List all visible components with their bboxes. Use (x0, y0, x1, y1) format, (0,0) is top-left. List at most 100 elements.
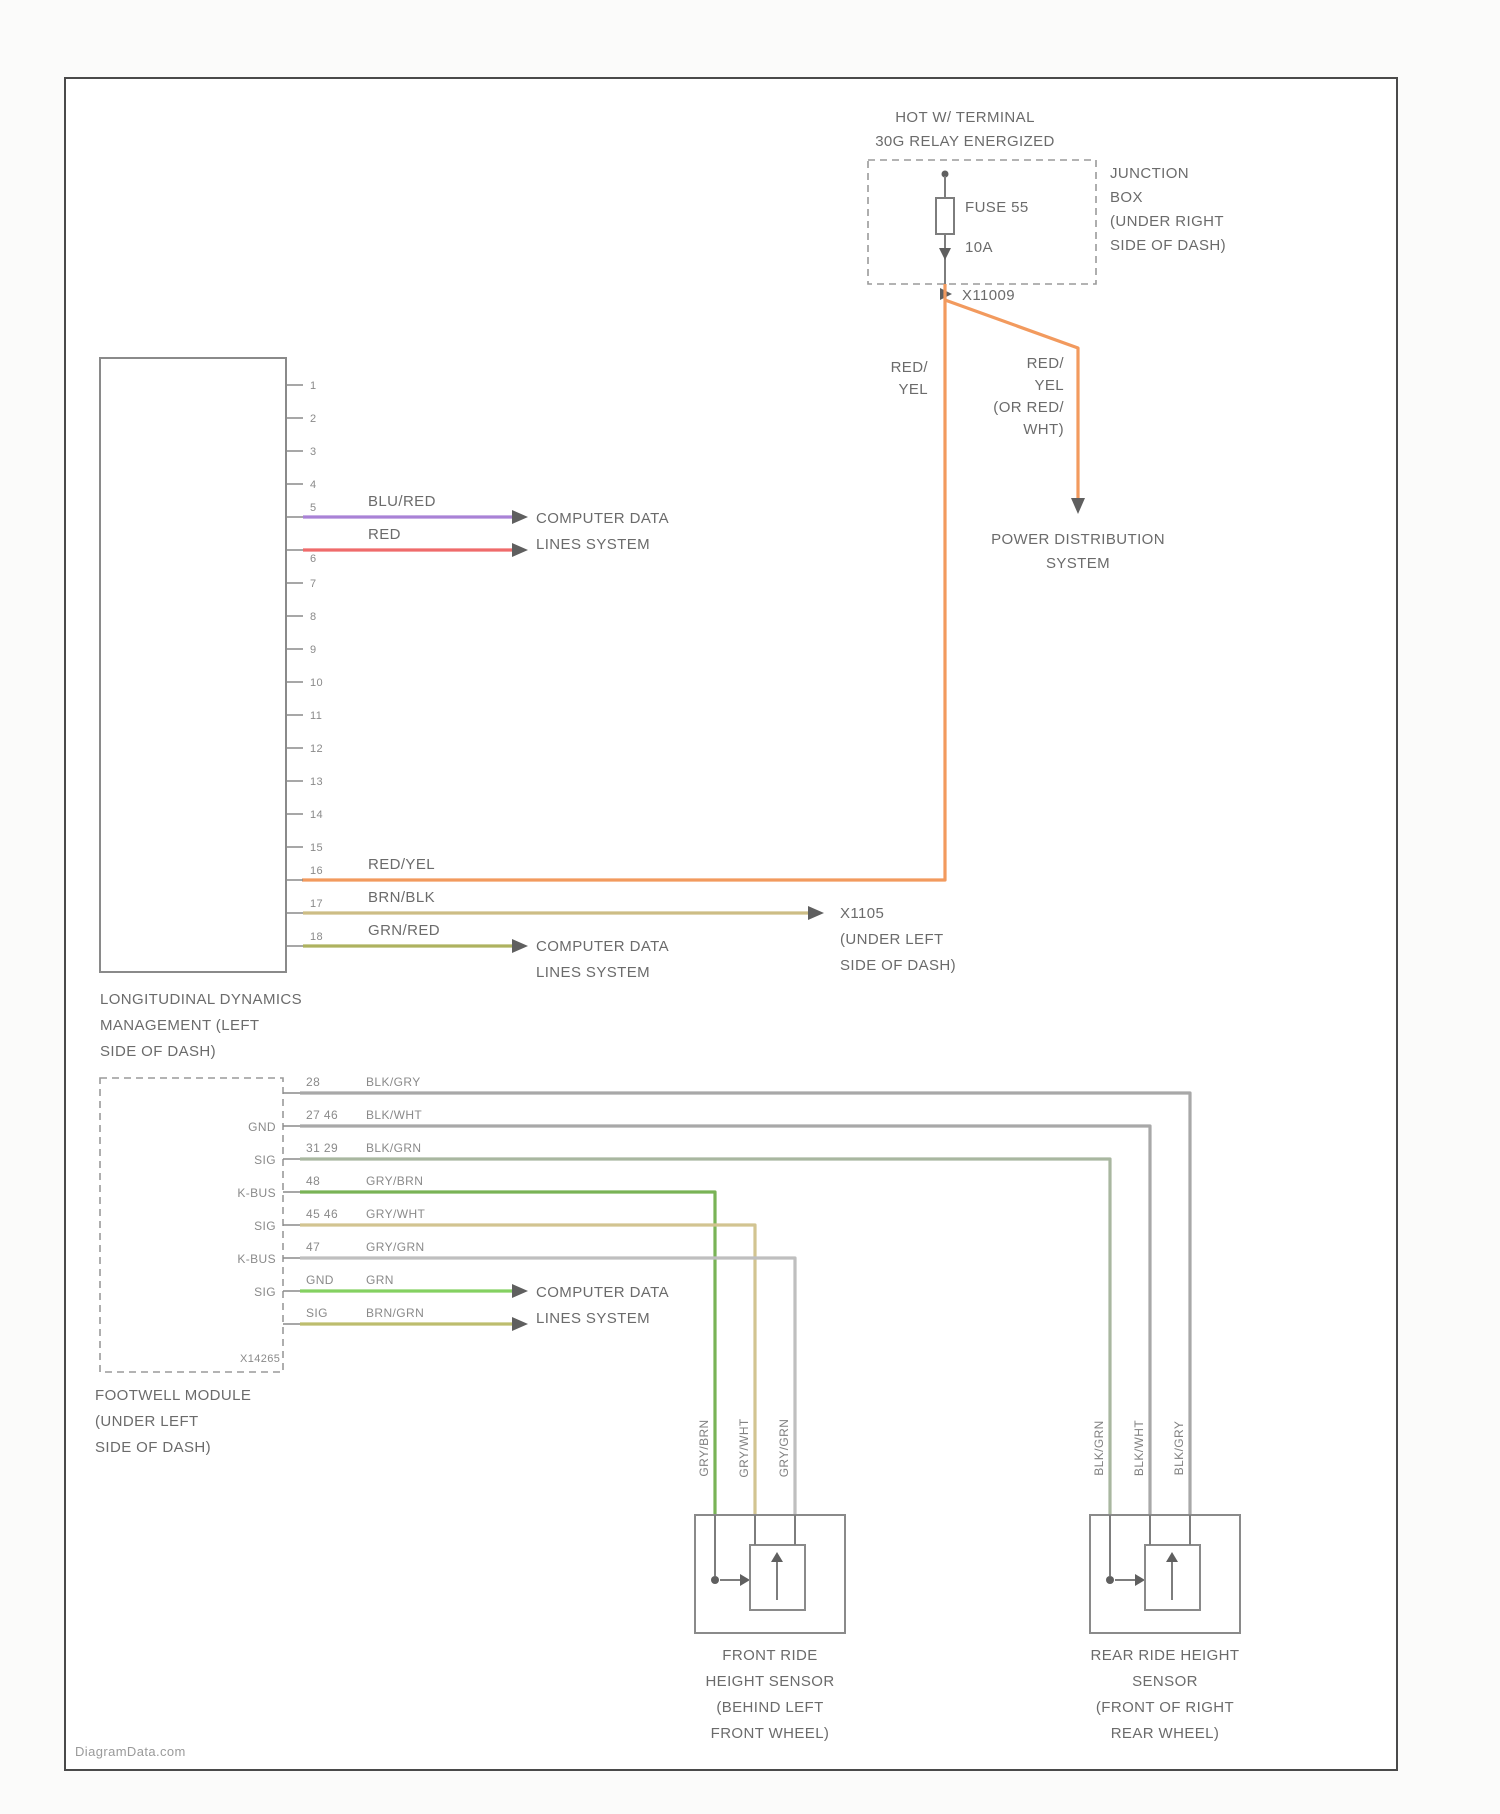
fwm-left-label: K-BUS (237, 1186, 276, 1200)
rear-wire-label-3: BLK/GRY (1172, 1421, 1186, 1476)
fwm-color-label: BRN/GRN (366, 1306, 424, 1320)
ldm-pin-number: 5 (310, 502, 317, 514)
fuse-current-arrow-icon (939, 248, 951, 260)
rear-sensor-caption-3: (FRONT OF RIGHT (1096, 1699, 1234, 1716)
rear-sensor-element-arrow-icon (1166, 1552, 1178, 1562)
front-sensor-caption-2: HEIGHT SENSOR (705, 1673, 834, 1690)
computer-data-label-1: COMPUTER DATA (536, 1284, 669, 1301)
computer-data-label-1: COMPUTER DATA (536, 938, 669, 955)
front-wire-label-1: GRY/BRN (697, 1419, 711, 1476)
wire-label-red-left-1: RED/ (891, 359, 929, 376)
junction-label-line2: BOX (1110, 189, 1143, 206)
wire-brn-blk-label: BRN/BLK (368, 889, 435, 906)
wire-label-red-right-3: (OR RED/ (993, 399, 1064, 416)
front-sensor-caption-3: (BEHIND LEFT (716, 1699, 823, 1716)
fwm-left-label: SIG (254, 1285, 276, 1299)
fwm-caption-line2: (UNDER LEFT (95, 1413, 199, 1430)
rear-sensor-node-dot (1106, 1576, 1114, 1584)
fwm-pin-label: 28 (306, 1075, 320, 1089)
ldm-pin-number: 12 (310, 743, 323, 755)
fwm-pin-label: 47 (306, 1240, 320, 1254)
computer-data-label-2: LINES SYSTEM (536, 1310, 650, 1327)
wire-red-yel-label: RED/YEL (368, 856, 435, 873)
wire-brn-grn-arrow-icon (512, 1317, 528, 1331)
computer-data-label-2: LINES SYSTEM (536, 536, 650, 553)
fwm-left-label: SIG (254, 1153, 276, 1167)
fwm-color-label: BLK/GRY (366, 1075, 421, 1089)
computer-data-label-2: LINES SYSTEM (536, 964, 650, 981)
wire-blu-red-label: BLU/RED (368, 493, 436, 510)
power-distribution-label-2: SYSTEM (1046, 555, 1110, 572)
ldm-pin-number: 14 (310, 809, 323, 821)
fwm-color-label: BLK/WHT (366, 1108, 422, 1122)
connector-x11009-label: X11009 (962, 287, 1015, 304)
hot-label-line2: 30G RELAY ENERGIZED (875, 133, 1055, 150)
fwm-color-label: GRN (366, 1273, 394, 1287)
fwm-left-label: K-BUS (237, 1252, 276, 1266)
x1105-label-2: (UNDER LEFT (840, 931, 944, 948)
computer-data-label-1: COMPUTER DATA (536, 510, 669, 527)
rear-sensor-caption-1: REAR RIDE HEIGHT (1091, 1647, 1240, 1664)
vertical-wire-labels: GRY/BRN GRY/WHT GRY/GRN BLK/GRN BLK/WHT … (697, 1418, 1186, 1478)
ldm-pin-number: 11 (310, 710, 322, 722)
junction-label-line4: SIDE OF DASH) (1110, 237, 1226, 254)
ldm-pin-number: 6 (310, 553, 317, 565)
fuse-symbol (935, 197, 955, 235)
wire-blk-grn (300, 1157, 1112, 1517)
wire-label-red-left-2: YEL (898, 381, 928, 398)
front-sensor-node-dot (711, 1576, 719, 1584)
rear-wire-label-1: BLK/GRN (1092, 1420, 1106, 1475)
power-section: HOT W/ TERMINAL 30G RELAY ENERGIZED JUNC… (302, 109, 1226, 882)
fwm-pin-label: 45 46 (306, 1207, 338, 1221)
x1105-arrow-icon (808, 906, 824, 920)
fwm-color-label: GRY/GRN (366, 1240, 425, 1254)
ldm-pin-number: 1 (310, 380, 317, 392)
fuse-label: FUSE 55 (965, 199, 1029, 216)
hot-label-line1: HOT W/ TERMINAL (895, 109, 1035, 126)
wire-gry-brn (300, 1190, 717, 1517)
ldm-pin-number: 16 (310, 865, 323, 877)
rear-sensor-caption-2: SENSOR (1132, 1673, 1198, 1690)
wire-grn-red-arrow-icon (512, 939, 528, 953)
wire-red-yel-branch (944, 298, 1080, 500)
ldm-pin-number: 10 (310, 677, 323, 689)
junction-box (867, 159, 1097, 285)
ldm-pin-number: 2 (310, 413, 317, 425)
fuse-amp-label: 10A (965, 239, 993, 256)
front-sensor-caption-1: FRONT RIDE (722, 1647, 817, 1664)
fwm-pin-label: 27 46 (306, 1108, 338, 1122)
ldm-caption-line1: LONGITUDINAL DYNAMICS (100, 991, 302, 1008)
fwm-left-label: GND (248, 1120, 276, 1134)
fwm-color-label: GRY/WHT (366, 1207, 426, 1221)
rear-wire-label-2: BLK/WHT (1132, 1420, 1146, 1476)
rear-sensor-wiper-arrow-icon (1135, 1574, 1145, 1586)
ldm-pin-number: 3 (310, 446, 317, 458)
fwm-caption-line3: SIDE OF DASH) (95, 1439, 211, 1456)
ldm-pin-number: 8 (310, 611, 317, 623)
wire-label-red-right-2: YEL (1034, 377, 1064, 394)
rear-ride-height-sensor: REAR RIDE HEIGHT SENSOR (FRONT OF RIGHT … (1089, 1514, 1241, 1742)
wire-grn-arrow-icon (512, 1284, 528, 1298)
ldm-pin-number: 13 (310, 776, 323, 788)
wire-grn-red-label: GRN/RED (368, 922, 440, 939)
ldm-pin-number: 4 (310, 479, 317, 491)
x1105-label-3: SIDE OF DASH) (840, 957, 956, 974)
front-wire-label-2: GRY/WHT (737, 1418, 751, 1478)
ldm-caption-line3: SIDE OF DASH) (100, 1043, 216, 1060)
rear-sensor-caption-4: REAR WHEEL) (1111, 1725, 1220, 1742)
fwm-pin-label: SIG (306, 1306, 328, 1320)
fwm-connector-label: X14265 (240, 1353, 280, 1365)
fwm-pin-label: 48 (306, 1174, 320, 1188)
junction-label-line3: (UNDER RIGHT (1110, 213, 1224, 230)
ldm-pin-number: 15 (310, 842, 323, 854)
wire-red-arrow-icon (512, 543, 528, 557)
front-ride-height-sensor: FRONT RIDE HEIGHT SENSOR (BEHIND LEFT FR… (694, 1514, 846, 1742)
ldm-pin-number: 18 (310, 931, 323, 943)
fwm-color-label: GRY/BRN (366, 1174, 423, 1188)
wire-gry-wht (300, 1223, 757, 1517)
power-distribution-arrow-icon (1071, 498, 1085, 514)
wire-label-red-right-1: RED/ (1027, 355, 1065, 372)
wire-blk-wht (300, 1124, 1152, 1517)
